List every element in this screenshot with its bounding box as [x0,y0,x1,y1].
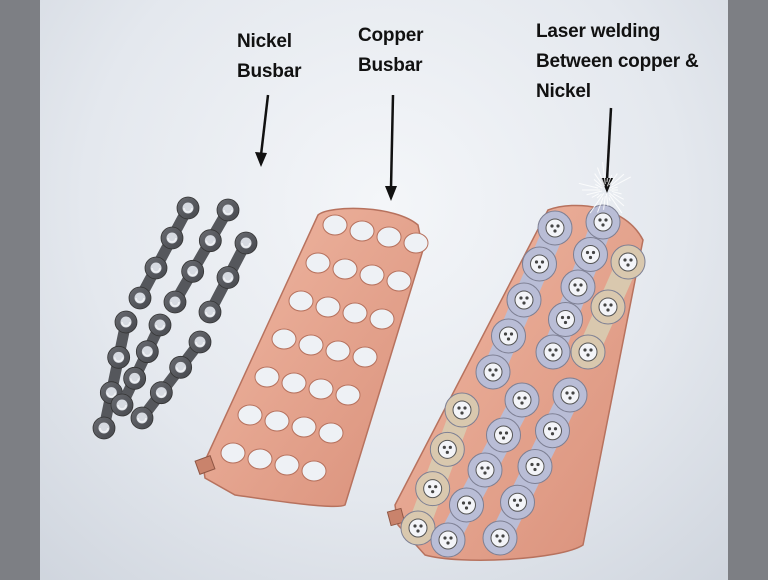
spark [597,167,606,187]
copper-hole [332,258,358,280]
nickel-strip [110,313,172,417]
copper-hole [288,290,314,312]
copper-tab [194,455,216,475]
nickel-label-line1: Nickel [237,31,292,52]
spark [602,162,606,185]
copper-hole [281,372,307,394]
copper-hole [237,404,263,426]
copper-hole [301,460,327,482]
copper-hole [318,422,344,444]
copper-hole [264,410,290,432]
copper-hole [359,264,385,286]
nickel-busbar-label: Nickel Busbar [237,27,301,87]
copper-hole [349,220,375,242]
spark [597,197,604,213]
spark [591,193,600,198]
spark [608,173,618,186]
spark [603,195,606,210]
copper-hole [274,454,300,476]
weld-label-line3: Nickel [536,81,591,102]
left-border [0,0,40,580]
nickel-strip [198,231,258,324]
spark [605,193,609,206]
copper-hole [305,252,331,274]
spark [595,183,603,189]
copper-hole [335,384,361,406]
copper-label-line2: Busbar [358,55,423,76]
spark [594,173,602,184]
spark [586,190,603,196]
spark [611,173,625,186]
copper-hole [325,340,351,362]
nickel-arrow [255,94,270,167]
spark [609,176,632,189]
copper-label-line1: Copper [358,25,424,46]
spark [606,174,613,187]
assembly-tab [386,507,406,527]
nickel-label-line2: Busbar [237,61,302,82]
copper-busbar-plate [194,207,429,508]
welded-nickel-chain [535,204,621,370]
spark [596,193,602,199]
spark [578,182,599,189]
copper-hole [403,232,429,254]
spark [593,179,602,187]
copper-hole [322,214,348,236]
copper-hole [308,378,334,400]
copper-hole [376,226,402,248]
copper-hole [291,416,317,438]
spark [608,197,611,202]
nickel-strip [128,196,200,310]
spark [611,190,622,195]
nickel-busbar-strips [92,196,258,440]
spark [589,193,605,214]
spark [608,192,625,207]
spark [612,193,624,200]
copper-arrow [385,94,397,201]
weld-label-line2: Between copper & [536,51,699,72]
weld-label-line1: Laser welding [536,21,661,42]
copper-hole [271,328,297,350]
laser-welding-label: Laser welding Between copper & Nickel [536,17,699,107]
welded-assembly [386,204,646,561]
copper-busbar-label: Copper Busbar [358,21,424,81]
weld-arrow [601,107,613,193]
copper-hole [369,308,395,330]
welded-nickel-chain [475,210,573,390]
welded-nickel-chain [430,382,540,558]
spark [611,186,618,190]
nickel-strip [163,198,240,314]
welded-nickel-chain [400,392,480,546]
right-border [728,0,768,580]
welded-nickel-chain [570,244,646,370]
copper-hole [386,270,412,292]
nickel-strip [92,310,138,440]
spark [608,194,623,214]
nickel-strip [130,330,212,430]
welded-nickel-chain [482,377,588,556]
copper-hole [315,296,341,318]
copper-hole [342,302,368,324]
copper-hole [247,448,273,470]
copper-hole [254,366,280,388]
laser-weld-sparks [578,162,632,214]
copper-hole [298,334,324,356]
copper-hole [352,346,378,368]
copper-hole [220,442,246,464]
